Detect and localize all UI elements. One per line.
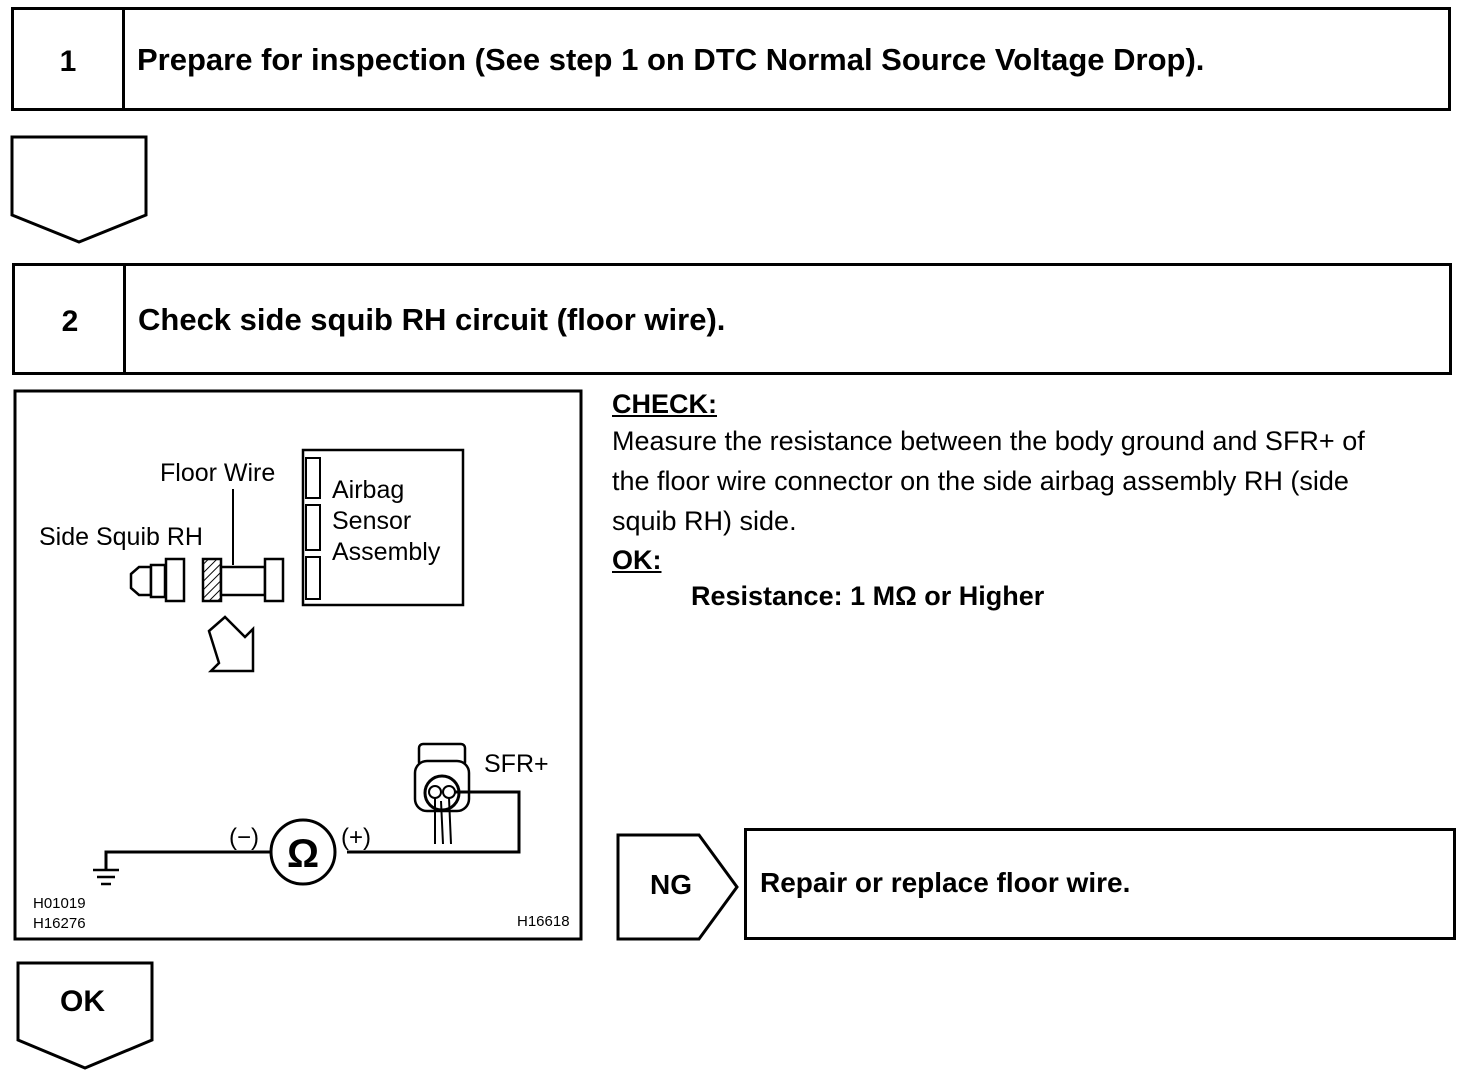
step-2-box xyxy=(12,263,1452,375)
ok-label: OK xyxy=(60,985,105,1018)
check-line-3: squib RH) side. xyxy=(612,506,797,536)
disconnect-arrow-icon xyxy=(207,615,255,673)
check-heading: CHECK: xyxy=(612,389,717,419)
side-squib-connector xyxy=(129,557,186,603)
step-1-box xyxy=(11,7,1451,111)
airbag-sensor-label-3: Assembly xyxy=(332,538,441,566)
airbag-sensor-label-1: Airbag xyxy=(332,476,404,504)
ohm-symbol: Ω xyxy=(287,832,319,876)
sfr-terminal-label: SFR+ xyxy=(484,750,549,778)
step-2-divider xyxy=(123,266,126,372)
step-2-number: 2 xyxy=(61,305,79,338)
check-line-2: the floor wire connector on the side air… xyxy=(612,466,1349,496)
step-1-title: Prepare for inspection (See step 1 on DT… xyxy=(137,42,1205,77)
step-1-divider xyxy=(122,10,125,108)
ref-code-1: H01019 xyxy=(33,895,86,912)
ok-arrow xyxy=(16,961,154,1070)
ref-code-3: H16618 xyxy=(517,913,570,930)
side-squib-label: Side Squib RH xyxy=(39,523,203,551)
ng-label: NG xyxy=(650,869,692,900)
ground-icon xyxy=(93,868,119,886)
connector-face xyxy=(413,742,471,845)
inspection-illustration: Airbag Sensor Assembly Floor Wire Side S… xyxy=(13,389,583,941)
ok-heading: OK: xyxy=(612,545,662,575)
proceed-arrow-1 xyxy=(10,135,148,244)
floor-wire-label: Floor Wire xyxy=(160,459,275,487)
step-2-title: Check side squib RH circuit (floor wire)… xyxy=(138,302,726,337)
ng-arrow xyxy=(616,833,739,941)
ng-action-box xyxy=(744,828,1456,940)
meter-minus-label: (−) xyxy=(229,824,259,851)
ref-code-2: H16276 xyxy=(33,915,86,932)
floor-wire-connector xyxy=(201,557,223,603)
airbag-sensor-label-2: Sensor xyxy=(332,507,411,535)
ng-action-text: Repair or replace floor wire. xyxy=(760,867,1131,898)
airbag-sensor-assembly xyxy=(301,448,465,607)
resistance-spec: Resistance: 1 MΩ or Higher xyxy=(691,581,1045,611)
step-1-number: 1 xyxy=(59,45,77,78)
check-line-1: Measure the resistance between the body … xyxy=(612,426,1365,456)
meter-plus-label: (+) xyxy=(341,824,371,851)
